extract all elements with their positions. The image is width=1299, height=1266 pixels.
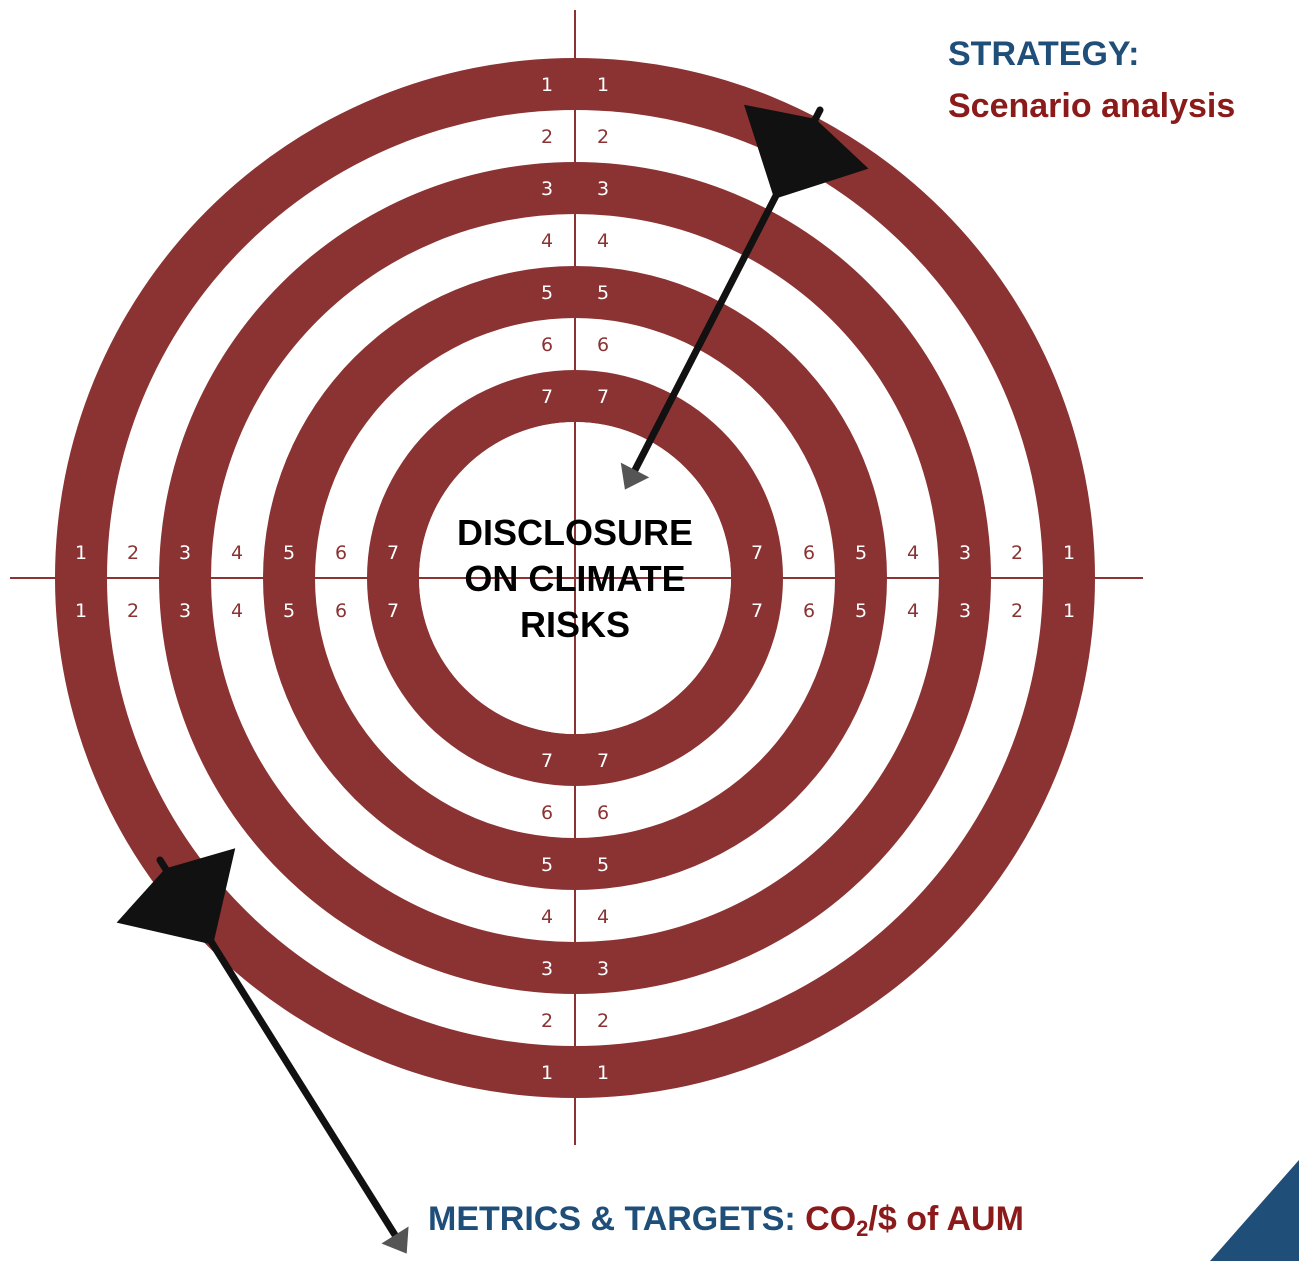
ring-number: 7 [751, 542, 763, 564]
ring-number: 5 [855, 542, 867, 564]
ring-number: 4 [231, 600, 243, 622]
strategy-value: Scenario analysis [948, 87, 1236, 125]
ring-number: 2 [597, 126, 609, 148]
ring-number: 1 [1063, 600, 1075, 622]
ring-number: 6 [597, 334, 609, 356]
metrics-value-a: CO [805, 1200, 857, 1238]
ring-number: 6 [541, 802, 553, 824]
center-title: DISCLOSURE ON CLIMATE RISKS [415, 510, 735, 648]
ring-number: 4 [597, 906, 609, 928]
ring-number: 1 [597, 1062, 609, 1084]
ring-number: 5 [541, 854, 553, 876]
ring-number: 4 [541, 230, 553, 252]
metrics-value: CO2/$ of AUM [805, 1200, 1024, 1241]
ring-numbers: 1 1 1 1 1 1 1 1 2 2 2 2 2 2 2 2 3 3 3 3 3 3 3 3 4 4 4 4 4 4 4 4 5 5 5 5 5 5 5 5… [75, 74, 1075, 1084]
ring-number: 7 [541, 750, 553, 772]
ring-number: 1 [541, 1062, 553, 1084]
ring-number: 4 [907, 542, 919, 564]
ring-number: 6 [335, 542, 347, 564]
arrow-icon [116, 848, 409, 1254]
ring-number: 5 [283, 600, 295, 622]
ring-number: 5 [283, 542, 295, 564]
metrics-callout: METRICS & TARGETS: CO2/$ of AUM [428, 1200, 1024, 1242]
metrics-value-b: /$ of AUM [868, 1200, 1024, 1238]
arrow-head [620, 462, 650, 490]
ring-number: 3 [179, 600, 191, 622]
center-title-line1: DISCLOSURE [456, 512, 694, 553]
ring-number: 6 [597, 802, 609, 824]
ring-number: 1 [541, 74, 553, 96]
ring-number: 1 [1063, 542, 1075, 564]
ring-number: 7 [387, 600, 399, 622]
ring-number: 2 [597, 1010, 609, 1032]
ring-number: 1 [597, 74, 609, 96]
ring-number: 7 [597, 750, 609, 772]
ring-number: 2 [1011, 600, 1023, 622]
arrow-fletching [744, 104, 869, 199]
center-title-line3: RISKS [519, 604, 631, 645]
arrow-head [381, 1226, 409, 1254]
metrics-label: METRICS & TARGETS: [428, 1200, 796, 1238]
ring-number: 5 [855, 600, 867, 622]
ring-number: 4 [541, 906, 553, 928]
ring-number: 4 [907, 600, 919, 622]
ring-number: 1 [75, 600, 87, 622]
ring-number: 5 [597, 282, 609, 304]
ring-number: 2 [127, 542, 139, 564]
ring-number: 6 [803, 600, 815, 622]
ring-number: 7 [751, 600, 763, 622]
strategy-callout: STRATEGY: Scenario analysis [948, 28, 1293, 132]
ring-number: 5 [597, 854, 609, 876]
center-title-line2: ON CLIMATE [464, 558, 686, 599]
ring-number: 4 [597, 230, 609, 252]
arrow-icon [620, 104, 869, 490]
ring-number: 3 [179, 542, 191, 564]
ring-number: 3 [597, 178, 609, 200]
corner-triangle-icon [1210, 1160, 1299, 1261]
ring-number: 7 [387, 542, 399, 564]
ring-number: 3 [959, 542, 971, 564]
strategy-label: STRATEGY: [948, 35, 1140, 73]
ring-number: 6 [803, 542, 815, 564]
metrics-value-sub: 2 [856, 1216, 869, 1241]
ring-number: 6 [335, 600, 347, 622]
ring-number: 3 [959, 600, 971, 622]
ring-number: 2 [1011, 542, 1023, 564]
ring-number: 7 [541, 386, 553, 408]
ring-number: 2 [541, 1010, 553, 1032]
ring-number: 3 [597, 958, 609, 980]
ring-number: 1 [75, 542, 87, 564]
ring-number: 2 [127, 600, 139, 622]
ring-number: 5 [541, 282, 553, 304]
arrow-fletching [116, 848, 236, 945]
arrows [116, 104, 869, 1254]
ring-number: 3 [541, 958, 553, 980]
ring-number: 7 [597, 386, 609, 408]
ring-number: 3 [541, 178, 553, 200]
ring-number: 2 [541, 126, 553, 148]
ring-number: 4 [231, 542, 243, 564]
ring-number: 6 [541, 334, 553, 356]
target-axes [10, 10, 1143, 1145]
